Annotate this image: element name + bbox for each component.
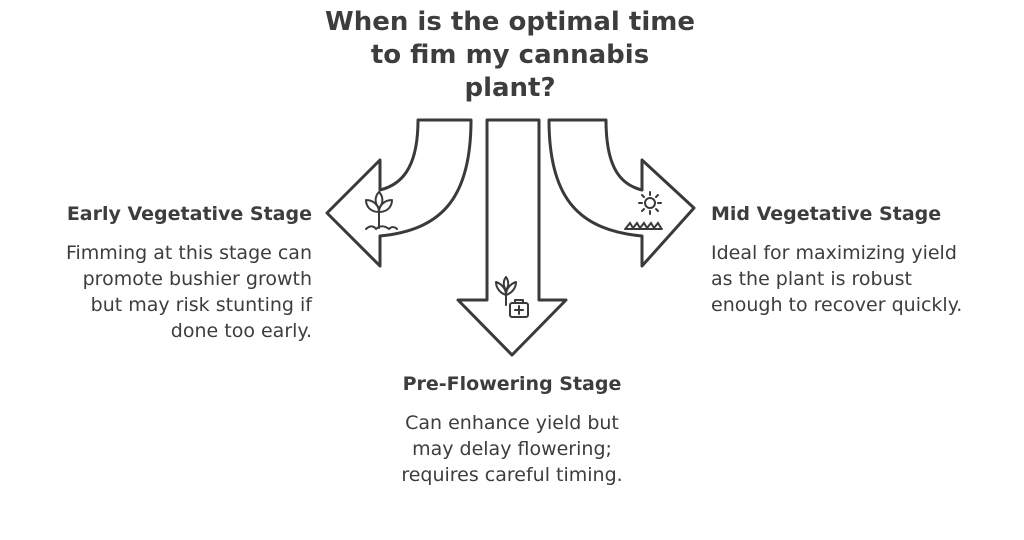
left-arrow	[325, 118, 473, 268]
pre-desc-line: may delay flowering;	[412, 438, 612, 460]
early-stage-heading: Early Vegetative Stage	[66, 203, 312, 225]
pre-flowering-heading: Pre-Flowering Stage	[402, 373, 622, 395]
diagram-title: When is the optimal time to fim my canna…	[300, 6, 720, 105]
mid-desc-line: as the plant is robust	[711, 268, 913, 290]
pre-desc-line: requires careful timing.	[401, 464, 623, 486]
pre-desc-line: Can enhance yield but	[405, 412, 619, 434]
early-stage-description: Fimming at this stage can promote bushie…	[66, 240, 312, 344]
early-desc-line: but may risk stunting if	[90, 294, 312, 316]
mid-desc-line: enough to recover quickly.	[711, 294, 963, 316]
early-desc-line: Fimming at this stage can	[65, 242, 312, 264]
mid-stage-heading: Mid Vegetative Stage	[711, 203, 942, 225]
sun-grass-icon	[624, 191, 663, 230]
title-line: to fim my cannabis	[370, 40, 650, 70]
early-desc-line: done too early.	[170, 320, 312, 342]
center-arrow	[456, 118, 568, 357]
mid-desc-line: Ideal for maximizing yield	[711, 242, 957, 264]
title-line: plant?	[464, 73, 556, 103]
plant-medical-bag-icon	[495, 276, 529, 318]
right-arrow	[547, 118, 696, 268]
title-line: When is the optimal time	[325, 7, 695, 37]
pre-flowering-description: Can enhance yield but may delay flowerin…	[362, 410, 662, 488]
early-desc-line: promote bushier growth	[82, 268, 312, 290]
mid-stage-description: Ideal for maximizing yield as the plant …	[711, 240, 962, 318]
sprout-icon	[365, 191, 398, 230]
